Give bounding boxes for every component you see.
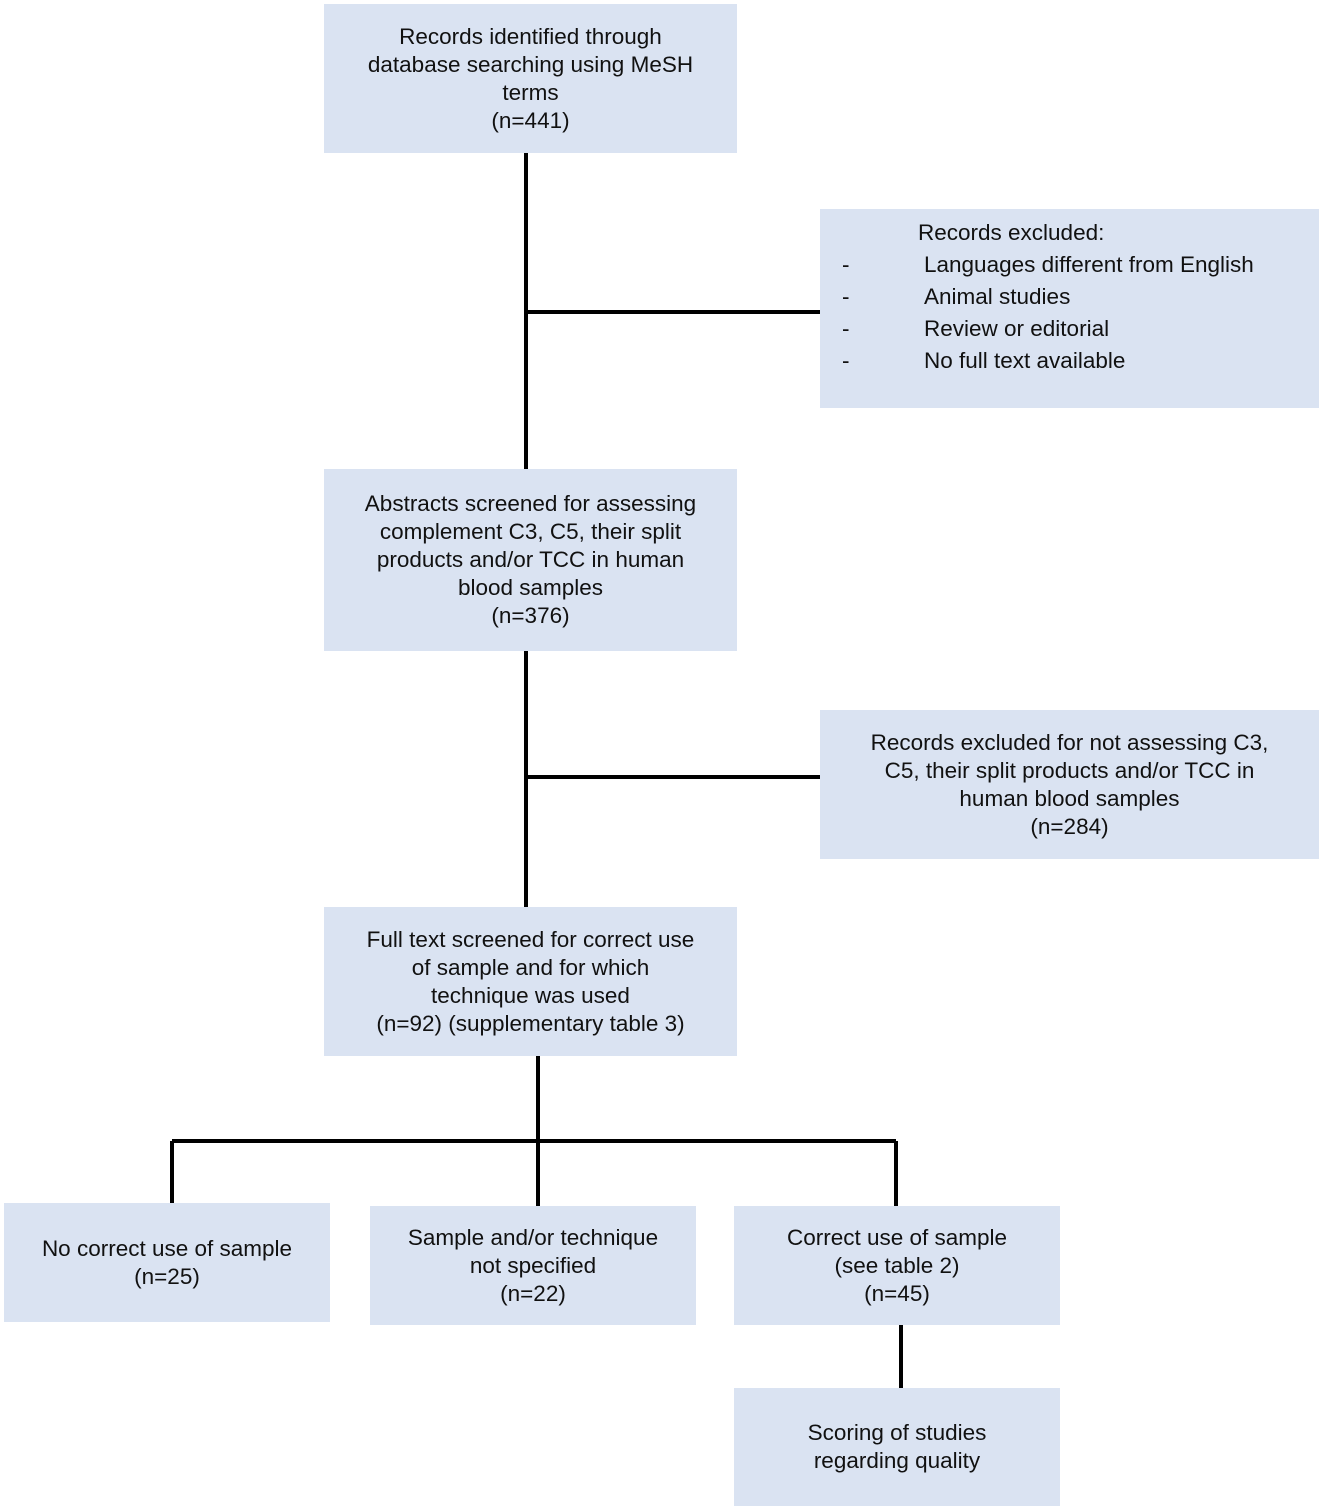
node-records-excluded-criteria: Records excluded: - Languages different … xyxy=(820,209,1319,408)
node-count: (n=441) xyxy=(491,107,570,133)
node-line: human blood samples xyxy=(959,785,1180,811)
node-count: (n=25) xyxy=(134,1263,200,1289)
node-line: C5, their split products and/or TCC in xyxy=(884,757,1255,783)
node-line: Full text screened for correct use xyxy=(366,926,695,952)
node-records-identified: Records identified through database sear… xyxy=(324,4,737,153)
node-line: Records excluded for not assessing C3, xyxy=(870,729,1269,755)
node-abstracts-screened: Abstracts screened for assessing complem… xyxy=(324,469,737,651)
bullet-dash: - xyxy=(842,252,850,277)
exclusion-item: - Review or editorial xyxy=(842,313,1109,345)
node-scoring-of-studies: Scoring of studies regarding quality xyxy=(734,1388,1060,1506)
exclusion-item-text: Animal studies xyxy=(924,284,1071,309)
bullet-dash: - xyxy=(842,316,850,341)
node-not-specified: Sample and/or technique not specified (n… xyxy=(370,1206,696,1325)
node-line: Scoring of studies xyxy=(807,1420,987,1445)
bullet-dash: - xyxy=(842,348,850,373)
exclusion-item-text: Languages different from English xyxy=(924,252,1254,277)
node-line: complement C3, C5, their split xyxy=(379,519,682,544)
node-line: of sample and for which xyxy=(411,954,650,980)
node-no-correct-use: No correct use of sample (n=25) xyxy=(4,1203,330,1322)
node-line: blood samples xyxy=(457,575,604,600)
node-line: (see table 2) xyxy=(834,1252,960,1278)
node-count: (n=92) (supplementary table 3) xyxy=(376,1010,685,1036)
node-line: database searching using MeSH xyxy=(367,51,694,77)
exclusion-item: - Languages different from English xyxy=(842,249,1254,281)
node-line: Sample and/or technique xyxy=(407,1224,659,1250)
node-line: Correct use of sample xyxy=(786,1224,1008,1250)
node-records-excluded-not-assessing: Records excluded for not assessing C3, C… xyxy=(820,710,1319,859)
node-line: terms xyxy=(502,79,559,105)
node-line: products and/or TCC in human xyxy=(376,547,685,572)
node-line: regarding quality xyxy=(813,1448,981,1473)
node-line: technique was used xyxy=(431,982,630,1008)
node-line: Records identified through xyxy=(399,23,662,49)
exclusion-item: - No full text available xyxy=(842,345,1125,377)
node-line: not specified xyxy=(469,1252,597,1278)
node-heading: Records excluded: xyxy=(918,220,1105,245)
node-full-text-screened: Full text screened for correct use of sa… xyxy=(324,907,737,1056)
node-count: (n=284) xyxy=(1030,813,1109,839)
node-count: (n=376) xyxy=(491,603,570,628)
exclusion-item-text: No full text available xyxy=(924,348,1126,373)
node-count: (n=45) xyxy=(864,1280,930,1306)
exclusion-item: - Animal studies xyxy=(842,281,1070,313)
node-count: (n=22) xyxy=(500,1280,566,1306)
node-correct-use: Correct use of sample (see table 2) (n=4… xyxy=(734,1206,1060,1325)
bullet-dash: - xyxy=(842,284,850,309)
exclusion-item-text: Review or editorial xyxy=(924,316,1110,341)
node-line: Abstracts screened for assessing xyxy=(364,491,697,516)
node-line: No correct use of sample xyxy=(41,1235,293,1261)
